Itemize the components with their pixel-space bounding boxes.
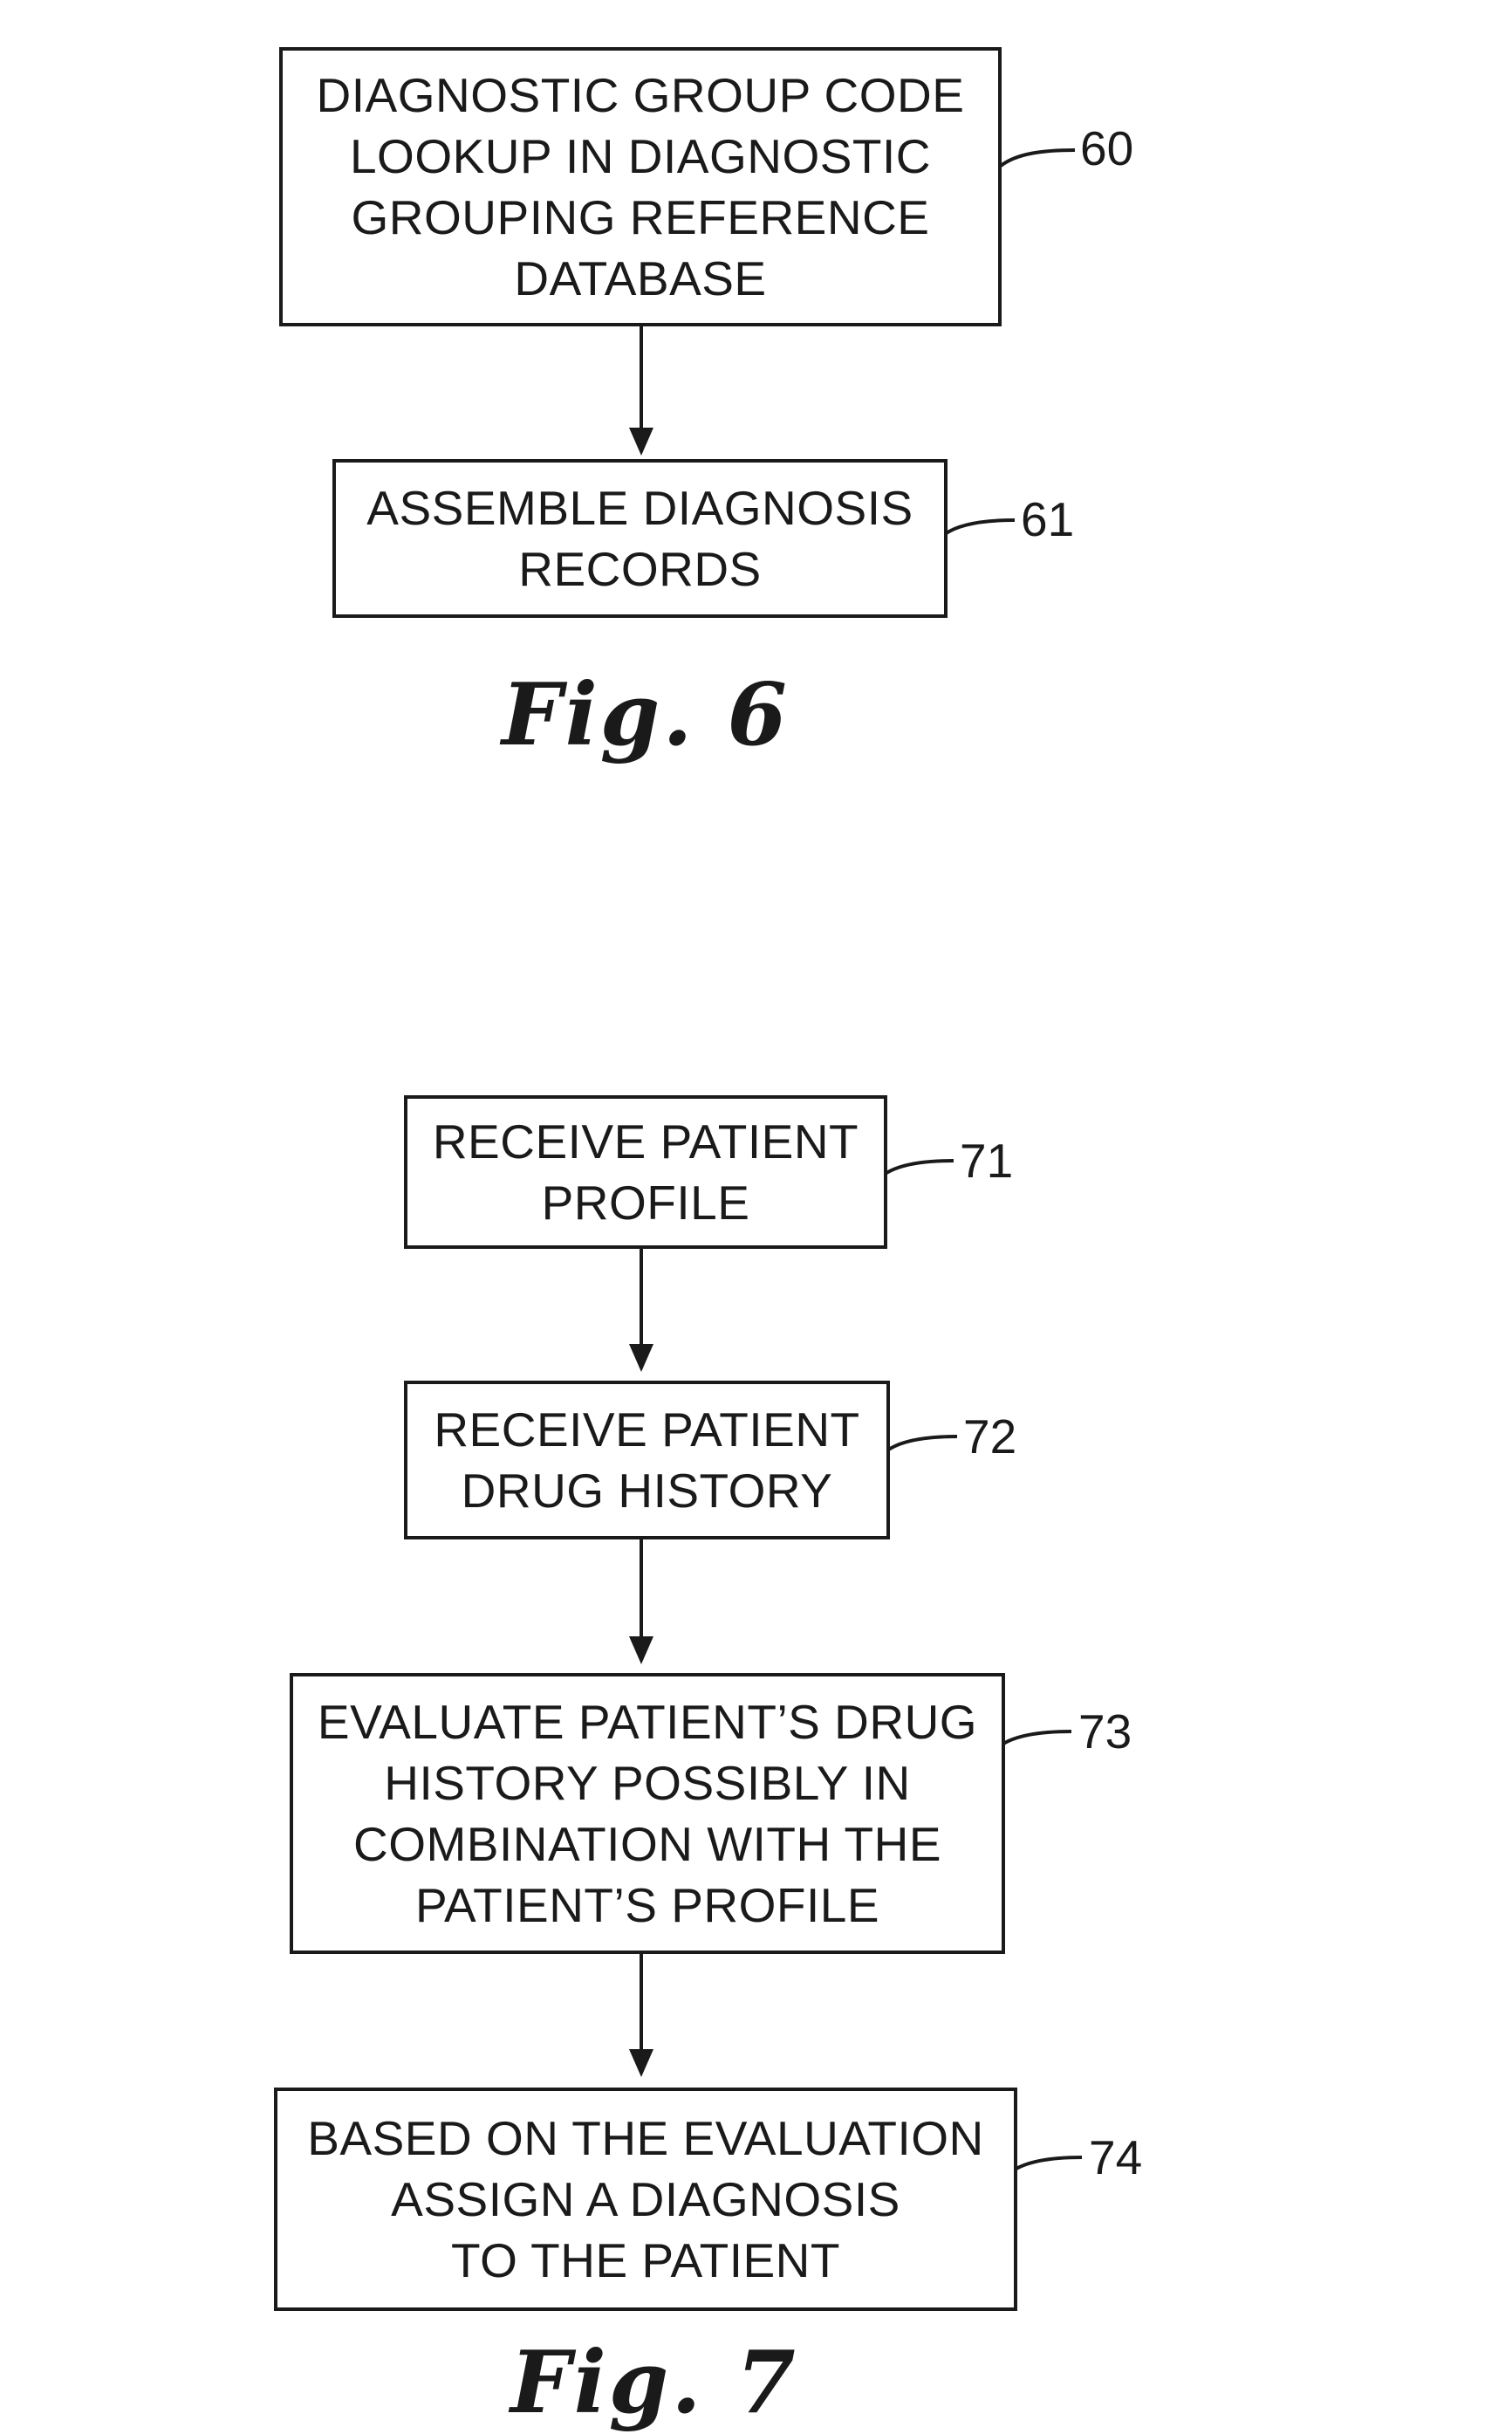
- flow-step-71: RECEIVE PATIENT PROFILE: [404, 1095, 887, 1249]
- reference-number-73: 73: [1078, 1705, 1132, 1758]
- reference-number-72: 72: [963, 1410, 1016, 1463]
- flow-step-74: BASED ON THE EVALUATION ASSIGN A DIAGNOS…: [274, 2088, 1017, 2311]
- flow-step-61: ASSEMBLE DIAGNOSIS RECORDS: [332, 459, 948, 618]
- arrow-60-to-61: [629, 325, 653, 456]
- leader-line-74: [1012, 2157, 1082, 2171]
- leader-line-61: [945, 520, 1015, 534]
- reference-number-74: 74: [1089, 2131, 1142, 2184]
- reference-number-71: 71: [960, 1135, 1013, 1187]
- flow-step-60-label: DIAGNOSTIC GROUP CODE LOOKUP IN DIAGNOST…: [317, 65, 965, 309]
- flow-step-74-label: BASED ON THE EVALUATION ASSIGN A DIAGNOS…: [307, 2108, 984, 2291]
- flow-step-72: RECEIVE PATIENT DRUG HISTORY: [404, 1381, 890, 1539]
- reference-number-61: 61: [1021, 493, 1074, 545]
- reference-number-60: 60: [1080, 122, 1133, 175]
- flow-step-60: DIAGNOSTIC GROUP CODE LOOKUP IN DIAGNOST…: [279, 47, 1002, 326]
- flow-step-73: EVALUATE PATIENT’S DRUG HISTORY POSSIBLY…: [290, 1673, 1005, 1954]
- arrow-73-to-74: [629, 1947, 653, 2077]
- leader-line-72: [887, 1436, 957, 1450]
- leader-line-71: [884, 1161, 954, 1175]
- leader-line-73: [1001, 1731, 1071, 1745]
- flow-step-61-label: ASSEMBLE DIAGNOSIS RECORDS: [366, 477, 913, 600]
- arrow-72-to-73: [629, 1532, 653, 1664]
- figure-caption-6: Fig. 6: [502, 668, 790, 764]
- flow-step-73-label: EVALUATE PATIENT’S DRUG HISTORY POSSIBLY…: [318, 1691, 977, 1936]
- figure-caption-7: Fig. 7: [510, 2335, 798, 2431]
- flow-step-72-label: RECEIVE PATIENT DRUG HISTORY: [434, 1399, 859, 1521]
- arrow-71-to-72: [629, 1242, 653, 1372]
- leader-line-60: [1001, 150, 1075, 166]
- flow-step-71-label: RECEIVE PATIENT PROFILE: [433, 1111, 859, 1233]
